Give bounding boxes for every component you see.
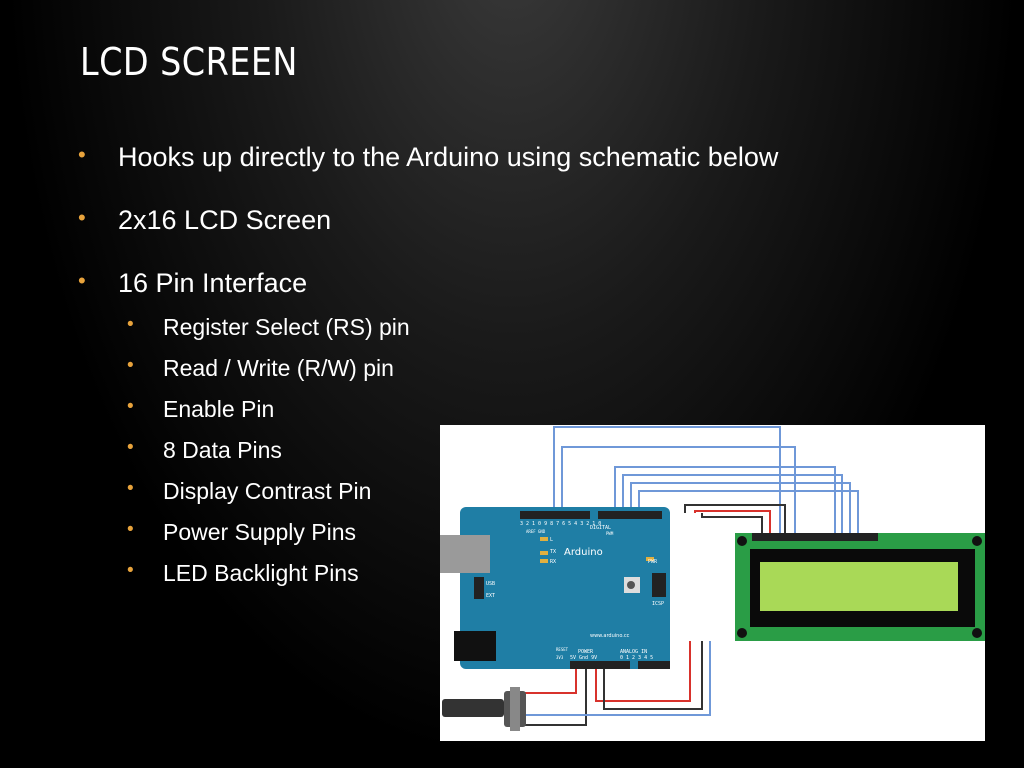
header-power [570,661,630,669]
lcd-module [735,533,985,641]
reset-label: RESET [556,647,569,652]
header-analog [638,661,670,669]
pwm-label: PWM [606,531,614,536]
digital-label: DIGITAL [590,525,611,531]
wiring-schematic: Arduino DIGITAL 3 2 1 0 9 8 7 6 5 4 3 2 … [440,425,985,741]
bullet-hooks-up: Hooks up directly to the Arduino using s… [78,142,778,173]
usb-port [440,535,490,573]
aref-label: AREF [526,529,536,534]
lcd-pin-header [752,533,878,541]
bullet-pin-interface: 16 Pin Interface [78,268,307,299]
arduino-board: Arduino DIGITAL 3 2 1 0 9 8 7 6 5 4 3 2 … [440,507,670,669]
top-power-wires [684,504,786,535]
usb-label: USB [486,581,495,587]
icsp-header [652,573,666,597]
bullet-lcd-size: 2x16 LCD Screen [78,205,331,236]
board-name: Arduino [564,547,603,558]
l-label: L [550,537,553,543]
bottom-wires [518,641,711,726]
sub-bullet-backlight: LED Backlight Pins [127,560,359,587]
website-label: www.arduino.cc [590,633,630,639]
pwr-label: PWR [648,559,658,565]
sub-bullet-enable: Enable Pin [127,396,274,423]
analog-label: ANALOG IN [620,649,647,655]
tx-label: TX [550,549,556,555]
ext-label: EXT [486,593,495,599]
header-digital-b [598,511,662,519]
sub-bullet-power: Power Supply Pins [127,519,356,546]
sub-bullet-contrast: Display Contrast Pin [127,478,371,505]
gnd-label: GND [538,529,546,534]
sub-bullet-rs: Register Select (RS) pin [127,314,410,341]
sub-bullet-data: 8 Data Pins [127,437,282,464]
analog-pins-label: 0 1 2 3 4 5 [620,655,653,661]
power-label: POWER [578,649,594,655]
power-select-jumper [474,577,484,599]
data-wires [553,426,859,535]
lcd-display [760,562,958,611]
slide-title: LCD SCREEN [80,40,298,84]
potentiometer [442,687,526,731]
power-jack [454,631,496,661]
digital-pins-label: 3 2 1 0 9 8 7 6 5 4 3 2 1 0 [520,521,601,527]
schematic-svg: Arduino DIGITAL 3 2 1 0 9 8 7 6 5 4 3 2 … [440,426,985,731]
header-digital-a [520,511,590,519]
rx-label: RX [550,559,556,565]
icsp-label: ICSP [652,601,664,607]
power-pins-label: 5V Gnd 9V [570,655,597,661]
sub-bullet-rw: Read / Write (R/W) pin [127,355,394,382]
v33-label: 3V3 [556,655,564,660]
